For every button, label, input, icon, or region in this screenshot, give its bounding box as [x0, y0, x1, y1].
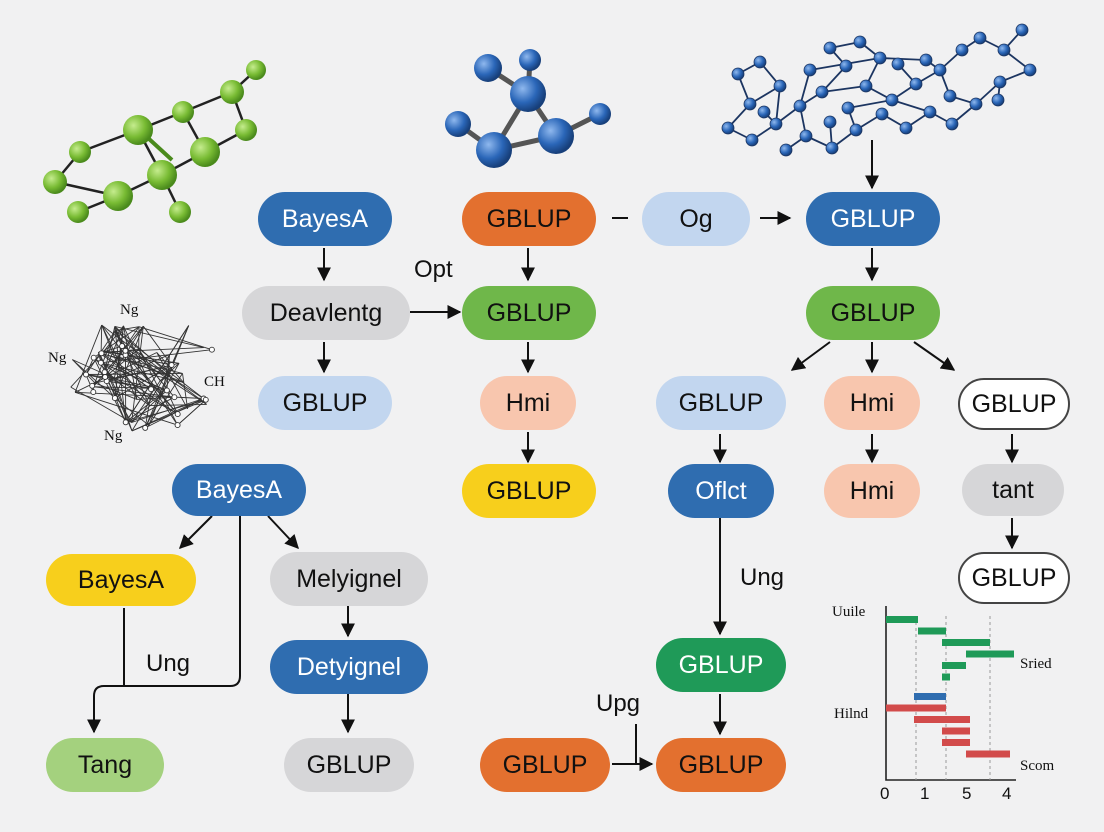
detyignel-node[interactable]: Detyignel — [270, 640, 428, 694]
gblup-outline1-node[interactable]: GBLUP — [958, 378, 1070, 430]
green-molecule-icon — [43, 60, 266, 223]
chart-bar-1 — [918, 627, 946, 635]
molecule-label-ng-top: Ng — [120, 302, 139, 318]
tant-node[interactable]: tant — [962, 464, 1064, 516]
gblup-yellow-mid-node[interactable]: GBLUP — [462, 464, 596, 518]
hmi-mid-node[interactable]: Hmi — [480, 376, 576, 430]
chart-bar-10 — [942, 739, 970, 746]
blue-molecule-icon — [445, 49, 611, 168]
chart-ylabel-mid: Hilnd — [834, 706, 869, 722]
oflct-node[interactable]: Oflct — [668, 464, 774, 518]
gblup-outline2-node[interactable]: GBLUP — [958, 552, 1070, 604]
bayesa-yellow-node[interactable]: BayesA — [46, 554, 196, 606]
chart-bar-4 — [942, 662, 966, 669]
gblup-orange-bottom-right-node[interactable]: GBLUP — [656, 738, 786, 792]
ung-right-label: Ung — [740, 564, 785, 591]
gblup-green-right-node[interactable]: GBLUP — [806, 286, 940, 340]
gblup-lightblue-right-node[interactable]: GBLUP — [656, 376, 786, 430]
melyignel-node[interactable]: Melyignel — [270, 552, 428, 606]
gblup-gray-bottom-node[interactable]: GBLUP — [284, 738, 414, 792]
gblup-left-node[interactable]: GBLUP — [258, 376, 392, 430]
hmi-right1-node[interactable]: Hmi — [824, 376, 920, 430]
chart-xtick-1: 1 — [920, 784, 930, 803]
chart-bar-9 — [942, 727, 970, 735]
chart-bar-11 — [966, 750, 1010, 758]
gblup-orange-bottom-left-node[interactable]: GBLUP — [480, 738, 610, 792]
chart-bar-6 — [914, 693, 946, 700]
chart-bar-2 — [942, 639, 990, 646]
arrows — [87, 140, 1019, 771]
opt-label: Opt — [414, 256, 453, 283]
hmi-right2-node[interactable]: Hmi — [824, 464, 920, 518]
tang-node[interactable]: Tang — [46, 738, 164, 792]
chart-xtick-3: 4 — [1002, 784, 1012, 803]
ung-left-label: Ung — [146, 650, 191, 677]
chart-xtick-0: 0 — [880, 784, 890, 803]
chart-bar-5 — [942, 673, 950, 681]
gantt-chart — [885, 606, 1016, 781]
chart-bar-0 — [886, 616, 918, 623]
chart-annotation-scom: Scom — [1020, 758, 1055, 774]
og-node[interactable]: Og — [642, 192, 750, 246]
chart-bar-3 — [966, 650, 1014, 658]
molecule-label-ng-bottom: Ng — [104, 428, 123, 444]
chart-axis — [885, 606, 1016, 781]
chart-bar-7 — [886, 704, 946, 712]
molecule-label-ng-left: Ng — [48, 350, 67, 366]
deavlentg-node[interactable]: Deavlentg — [242, 286, 410, 340]
gblup-blue-right-node[interactable]: GBLUP — [806, 192, 940, 246]
upg-label: Upg — [596, 690, 641, 717]
gblup-orange-top-node[interactable]: GBLUP — [462, 192, 596, 246]
gblup-darkgreen-node[interactable]: GBLUP — [656, 638, 786, 692]
molecule-label-ch: CH — [204, 374, 225, 390]
gblup-green-mid-node[interactable]: GBLUP — [462, 286, 596, 340]
chart-xtick-2: 5 — [962, 784, 972, 803]
bayesa-top-node[interactable]: BayesA — [258, 192, 392, 246]
chart-annotation-sried: Sried — [1020, 656, 1052, 672]
bayesa-mid-node[interactable]: BayesA — [172, 464, 306, 516]
network-molecule-icon — [721, 23, 1037, 157]
tangled-molecule-icon — [70, 324, 215, 432]
chart-ylabel-top: Uuile — [832, 604, 866, 620]
chart-bar-8 — [914, 716, 970, 723]
